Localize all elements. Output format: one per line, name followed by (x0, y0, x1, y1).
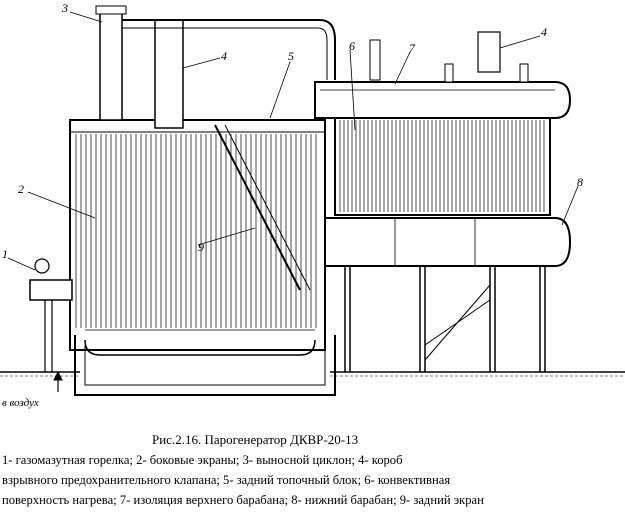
callout-8: 8 (577, 175, 583, 189)
legend-line: 1- газомазутная горелка; 2- боковые экра… (2, 453, 403, 467)
legend-line: поверхность нагрева; 7- изоляция верхнег… (2, 493, 484, 507)
callout-4: 4 (221, 49, 227, 63)
air-arrow (53, 370, 63, 392)
callout-6: 6 (349, 39, 355, 53)
leader-lines (7, 11, 579, 271)
callout-2: 2 (18, 182, 24, 196)
furnace-block (69, 119, 326, 356)
air-label: в воздух (2, 397, 39, 409)
caption-title: Рис.2.16. Парогенератор ДКВР-20-13 (152, 432, 359, 447)
lower-drum (324, 217, 572, 267)
callout-5: 5 (288, 49, 294, 63)
upper-drum (314, 31, 572, 119)
steam-generator-drawing: в воздух 1 2 3 4 5 6 7 4 8 9 (0, 1, 625, 409)
callout-3: 3 (61, 1, 68, 15)
callout-1: 1 (2, 247, 8, 261)
foundation (0, 335, 625, 396)
supports (344, 266, 546, 372)
cyclone (95, 5, 336, 129)
callout-7: 7 (409, 41, 416, 55)
burner (29, 258, 73, 372)
callout-9: 9 (198, 240, 204, 254)
callout-4-upper: 4 (541, 25, 547, 39)
legend-line: взрывного предохранительного клапана; 5-… (2, 473, 451, 487)
